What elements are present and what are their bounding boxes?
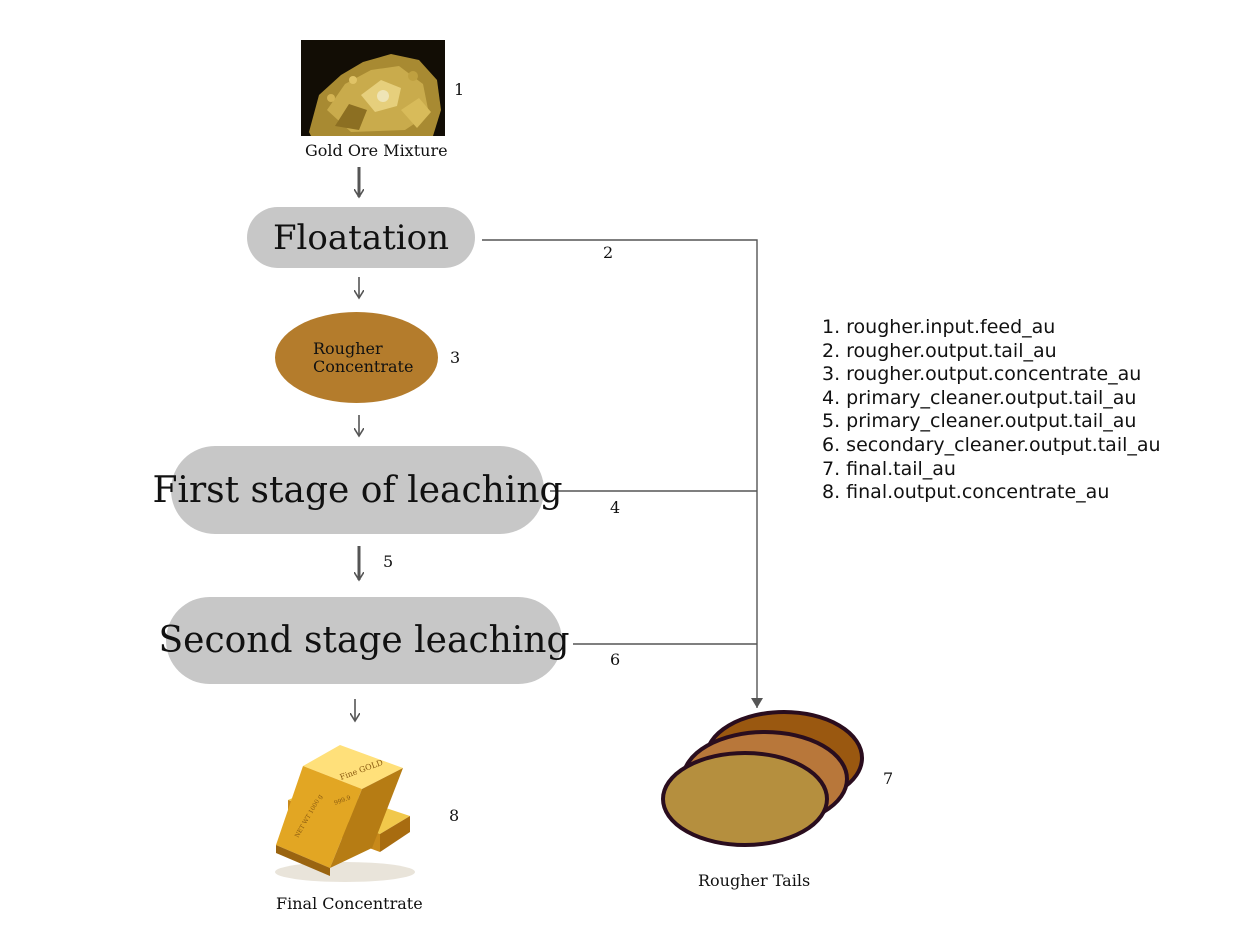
rougher-tails-caption: Rougher Tails — [698, 871, 811, 890]
gold-ore-number: 1 — [454, 80, 465, 99]
gold-bars-image: Fine GOLD 999.9 NET WT 1000 g — [275, 745, 415, 882]
flow-number-6: 6 — [610, 650, 621, 669]
legend-item: 2. rougher.output.tail_au — [822, 339, 1057, 362]
legend-list: 1. rougher.input.feed_au 2. rougher.outp… — [822, 316, 1161, 505]
rougher-concentrate-node: Rougher Concentrate — [275, 312, 438, 403]
legend-item: 5. primary_cleaner.output.tail_au — [822, 410, 1137, 433]
legend-item: 7. final.tail_au — [822, 457, 956, 480]
rougher-tails-number: 7 — [883, 769, 894, 788]
flow-number-2: 2 — [603, 243, 614, 262]
second-leaching-box: Second stage leaching — [158, 597, 570, 684]
legend-item: 6. secondary_cleaner.output.tail_au — [822, 433, 1161, 456]
flow-number-4: 4 — [610, 498, 621, 517]
rougher-concentrate-label: Rougher Concentrate — [313, 338, 414, 376]
final-concentrate-number: 8 — [449, 806, 460, 825]
rougher-tails-image — [661, 710, 864, 847]
first-leaching-label: First stage of leaching — [152, 469, 563, 511]
legend-item: 1. rougher.input.feed_au — [822, 316, 1056, 338]
gold-ore-image — [301, 40, 445, 136]
legend-item: 3. rougher.output.concentrate_au — [822, 363, 1142, 386]
floatation-label: Floatation — [272, 217, 450, 258]
line-floatation-tail — [482, 239, 763, 708]
legend-item: 8. final.output.concentrate_au — [822, 481, 1110, 504]
gold-ore-caption: Gold Ore Mixture — [305, 141, 448, 160]
legend-item: 4. primary_cleaner.output.tail_au — [822, 386, 1137, 409]
first-leaching-box: First stage of leaching — [152, 446, 563, 534]
final-concentrate-caption: Final Concentrate — [276, 894, 423, 913]
floatation-box: Floatation — [247, 207, 475, 268]
flow-number-5: 5 — [383, 552, 394, 571]
rougher-concentrate-number: 3 — [450, 348, 461, 367]
second-leaching-label: Second stage leaching — [158, 620, 570, 661]
